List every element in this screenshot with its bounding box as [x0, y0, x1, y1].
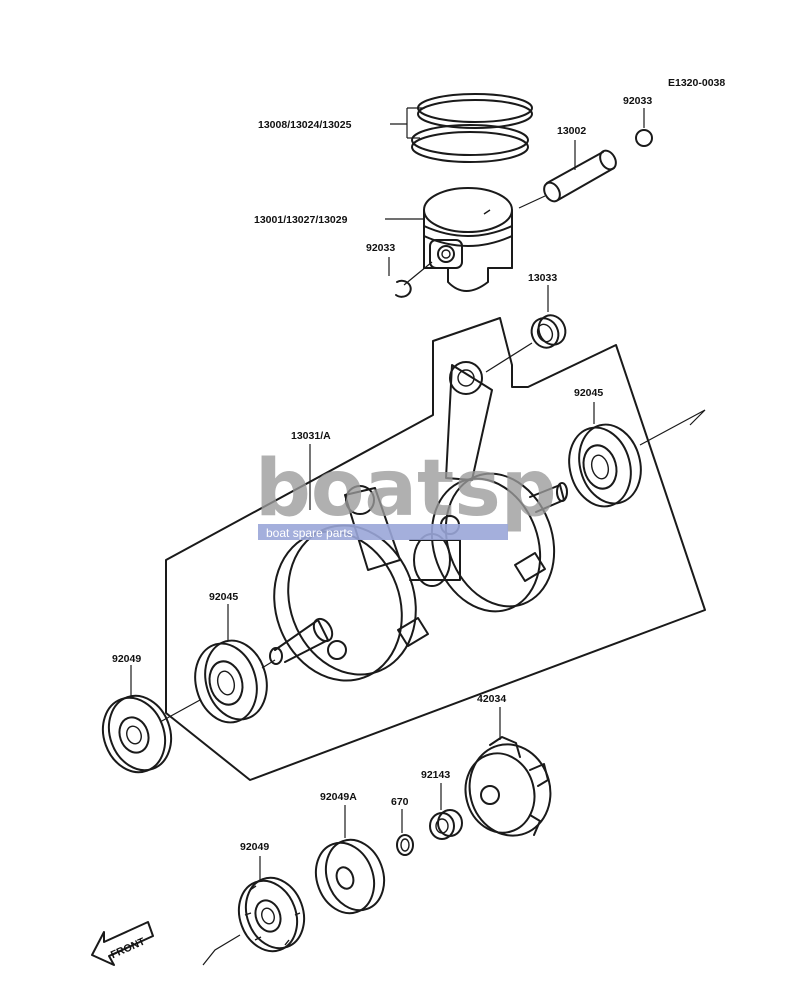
- watermark-brand: boatsp: [255, 444, 557, 534]
- label-oil-seal-a: 92049A: [320, 791, 357, 803]
- label-circlip-left: 92033: [366, 242, 395, 254]
- watermark: boatsp boat spare parts: [255, 444, 557, 540]
- label-crankshaft: 13031/A: [291, 430, 331, 442]
- watermark-tagline-bar: [258, 524, 508, 540]
- label-bearing-left: 92045: [209, 591, 238, 603]
- label-piston-pin: 13002: [557, 125, 586, 137]
- ring-670: 670: [391, 796, 414, 856]
- label-rotor: 42034: [477, 693, 506, 705]
- front-arrow-label: FRONT: [109, 935, 147, 961]
- piston-rings: [411, 93, 533, 163]
- oil-seal-a: 92049A: [314, 791, 386, 915]
- circlip-left: 92033: [366, 242, 433, 298]
- circlip-top: 92033: [623, 95, 653, 147]
- rotor: 42034: [464, 693, 552, 837]
- label-ring-670: 670: [391, 796, 409, 808]
- label-piston: 13001/13027/13029: [254, 214, 348, 226]
- diagram-code: E1320-0038: [668, 77, 725, 89]
- piston-pin: 13002: [518, 125, 617, 209]
- front-arrow-icon: FRONT: [91, 921, 154, 966]
- assembly-boundary: [165, 317, 706, 781]
- piston-rings-callout: 13008/13024/13025: [258, 107, 425, 139]
- label-collar: 92143: [421, 769, 450, 781]
- piston: 13001/13027/13029: [254, 187, 513, 292]
- label-needle-bearing: 13033: [528, 272, 557, 284]
- bearing-left: 92045: [194, 591, 276, 724]
- label-circlip-top: 92033: [623, 95, 652, 107]
- label-bearing-right: 92045: [574, 387, 603, 399]
- bearing-right: 92045: [568, 387, 706, 508]
- oil-seal-bottom: 92049: [202, 841, 306, 966]
- oil-seal-left: 92049: [101, 653, 201, 774]
- label-oil-seal-left: 92049: [112, 653, 141, 665]
- needle-bearing: 13033: [485, 272, 567, 373]
- watermark-tagline: boat spare parts: [266, 526, 353, 540]
- label-piston-rings: 13008/13024/13025: [258, 119, 352, 131]
- collar: 92143: [421, 769, 463, 840]
- label-oil-seal-bottom: 92049: [240, 841, 269, 853]
